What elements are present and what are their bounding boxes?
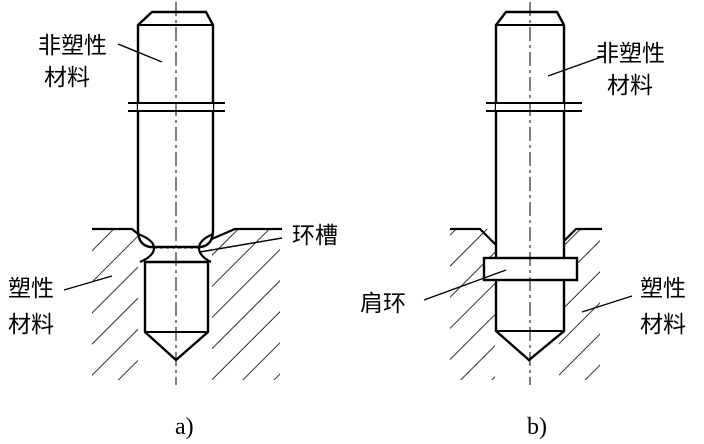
label-b-shoulder: 肩环 xyxy=(360,291,406,317)
label-a-nonplastic-line1: 非塑性 xyxy=(38,33,107,59)
leader-a-groove xyxy=(199,237,283,253)
label-b-nonplastic-line1: 非塑性 xyxy=(596,41,665,67)
leader-a-plastic xyxy=(63,275,113,291)
label-b-plastic-line1: 塑性 xyxy=(640,276,686,302)
surface-line-b xyxy=(450,227,602,246)
label-a-groove: 环槽 xyxy=(292,223,338,249)
leader-a-nonplastic xyxy=(117,43,163,63)
caption-a: a) xyxy=(175,414,194,440)
leader-b-shoulder xyxy=(423,269,507,301)
label-b-nonplastic-line2: 材料 xyxy=(607,73,653,99)
leader-b-nonplastic xyxy=(547,55,605,77)
caption-b: b) xyxy=(527,414,547,440)
label-a-nonplastic-line2: 材料 xyxy=(44,65,90,91)
label-a-plastic-line1: 塑性 xyxy=(8,276,54,302)
leader-b-plastic xyxy=(581,295,633,313)
figure-b xyxy=(423,2,633,389)
label-a-plastic-line2: 材料 xyxy=(8,312,54,338)
figure-a xyxy=(63,2,283,387)
label-b-plastic-line2: 材料 xyxy=(640,312,686,338)
